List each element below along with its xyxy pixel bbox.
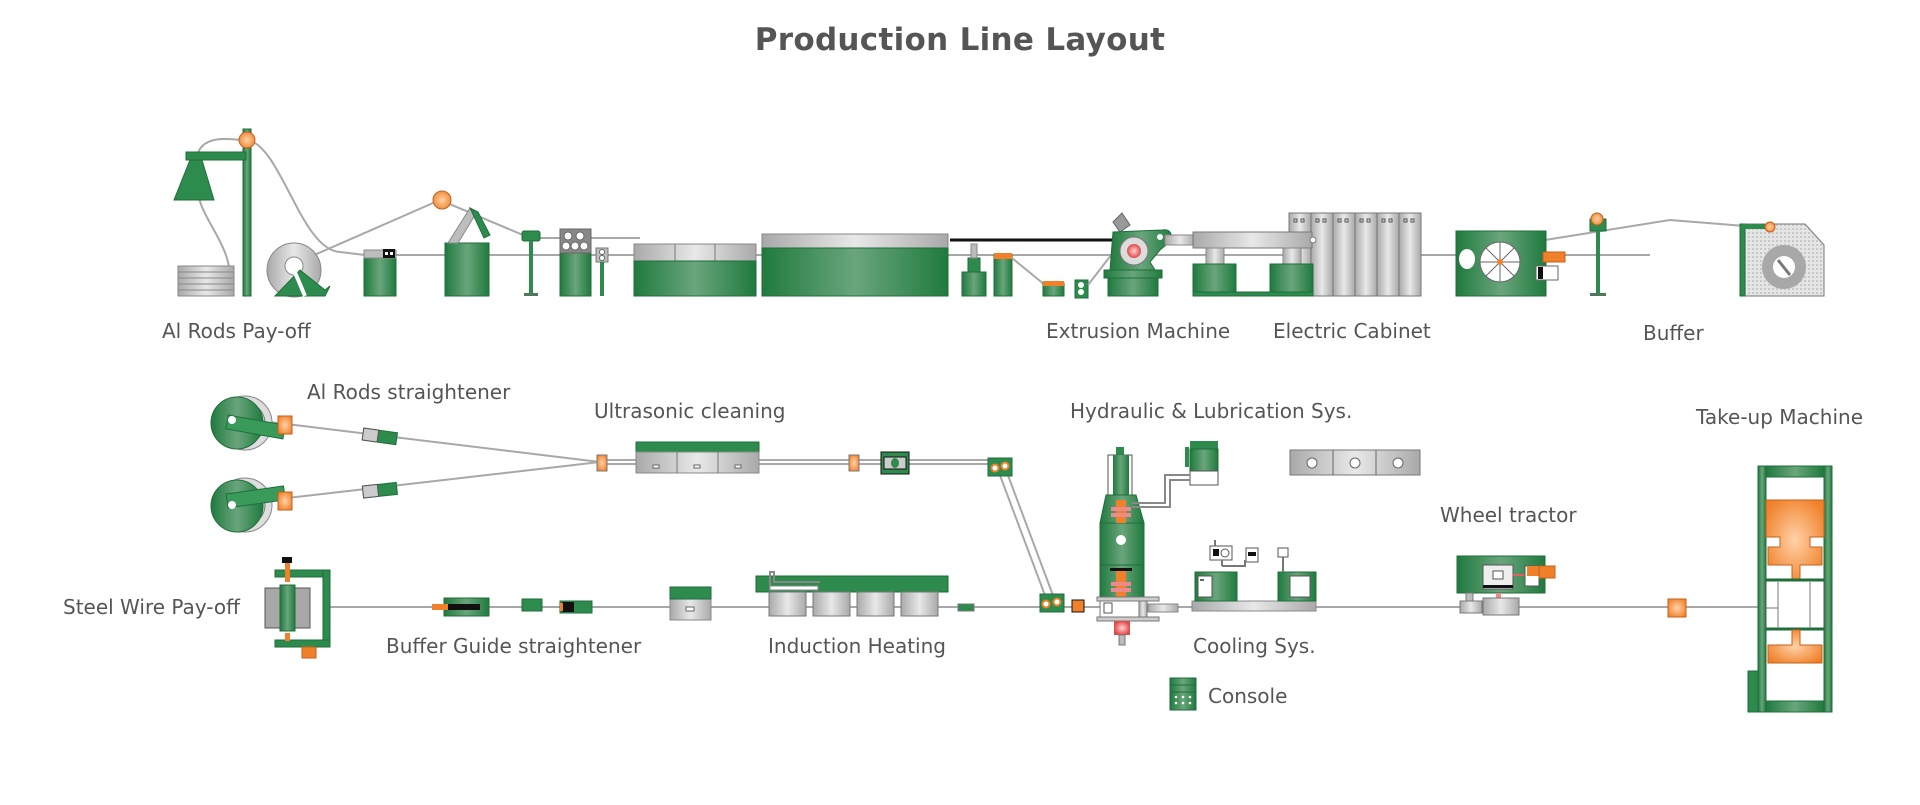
cooling-system <box>1191 540 1317 612</box>
buffer-guide-straightener-units <box>432 586 712 621</box>
wheel-tractor-machine <box>1456 555 1556 616</box>
cabinet-indicator <box>1359 218 1364 223</box>
label-extrusion-machine: Extrusion Machine <box>1046 319 1231 343</box>
wire-payoff-arc <box>195 138 366 256</box>
ultrasonic-cleaning-unit <box>596 441 1013 477</box>
label-wheel-tractor: Wheel tractor <box>1440 503 1577 527</box>
label-al-rods-payoff: Al Rods Pay-off <box>162 319 311 343</box>
cabinet-indicator <box>1381 218 1386 223</box>
label-hydraulic-lubrication: Hydraulic & Lubrication Sys. <box>1070 399 1353 423</box>
diagram-title: Production Line Layout <box>754 22 1166 58</box>
console-icon <box>1169 677 1197 711</box>
label-steel-wire-payoff: Steel Wire Pay-off <box>63 595 240 619</box>
cabinet-indicator <box>1300 218 1305 223</box>
cabinet-indicator <box>1337 218 1342 223</box>
lubrication-tank <box>1289 449 1421 476</box>
cabinet-indicator <box>1322 218 1327 223</box>
cabinet-indicator <box>1344 218 1349 223</box>
label-al-rods-straightener: Al Rods straightener <box>307 380 511 404</box>
cabinet-indicator <box>1388 218 1393 223</box>
top-capstan <box>1455 230 1566 297</box>
top-buffer <box>1589 212 1607 296</box>
extrusion-machine <box>1103 212 1196 297</box>
takeup-machine <box>1747 465 1833 713</box>
al-rods-reel-upper <box>210 395 399 451</box>
label-electric-cabinet: Electric Cabinet <box>1273 319 1431 343</box>
heating-drum <box>900 591 939 617</box>
top-takeup <box>1739 221 1825 297</box>
induction-heating-unit <box>755 571 975 617</box>
electric-cabinet <box>1192 212 1422 297</box>
wire-to-takeup <box>1544 218 1771 241</box>
cabinet-panel <box>1376 212 1400 297</box>
cabinet-panel <box>1332 212 1356 297</box>
cabinet-indicator <box>1403 218 1408 223</box>
guide-pulley <box>1667 598 1687 618</box>
al-rods-payoff-machine <box>173 128 331 298</box>
heating-drum <box>812 591 851 617</box>
top-line-equipment <box>363 190 1116 299</box>
label-takeup-machine: Take-up Machine <box>1696 405 1864 429</box>
label-console: Console <box>1208 684 1288 708</box>
steel-wire-payoff-machine <box>264 557 331 659</box>
cabinet-indicator <box>1315 218 1320 223</box>
cabinet-indicator <box>1293 218 1298 223</box>
label-buffer-top: Buffer <box>1643 321 1704 345</box>
label-induction-heating: Induction Heating <box>768 634 946 658</box>
cabinet-panel <box>1354 212 1378 297</box>
conform-extruder <box>1039 441 1219 646</box>
label-cooling-sys: Cooling Sys. <box>1193 634 1316 658</box>
cabinet-panel <box>1310 212 1334 297</box>
cabinet-indicator <box>1410 218 1415 223</box>
heating-drum <box>856 591 895 617</box>
al-rods-reel-lower <box>210 477 398 533</box>
heating-drum <box>768 591 807 617</box>
label-ultrasonic-cleaning: Ultrasonic cleaning <box>594 399 786 423</box>
cabinet-indicator <box>1366 218 1371 223</box>
label-buffer-guide-straightener: Buffer Guide straightener <box>386 634 642 658</box>
cabinet-panel <box>1398 212 1422 297</box>
